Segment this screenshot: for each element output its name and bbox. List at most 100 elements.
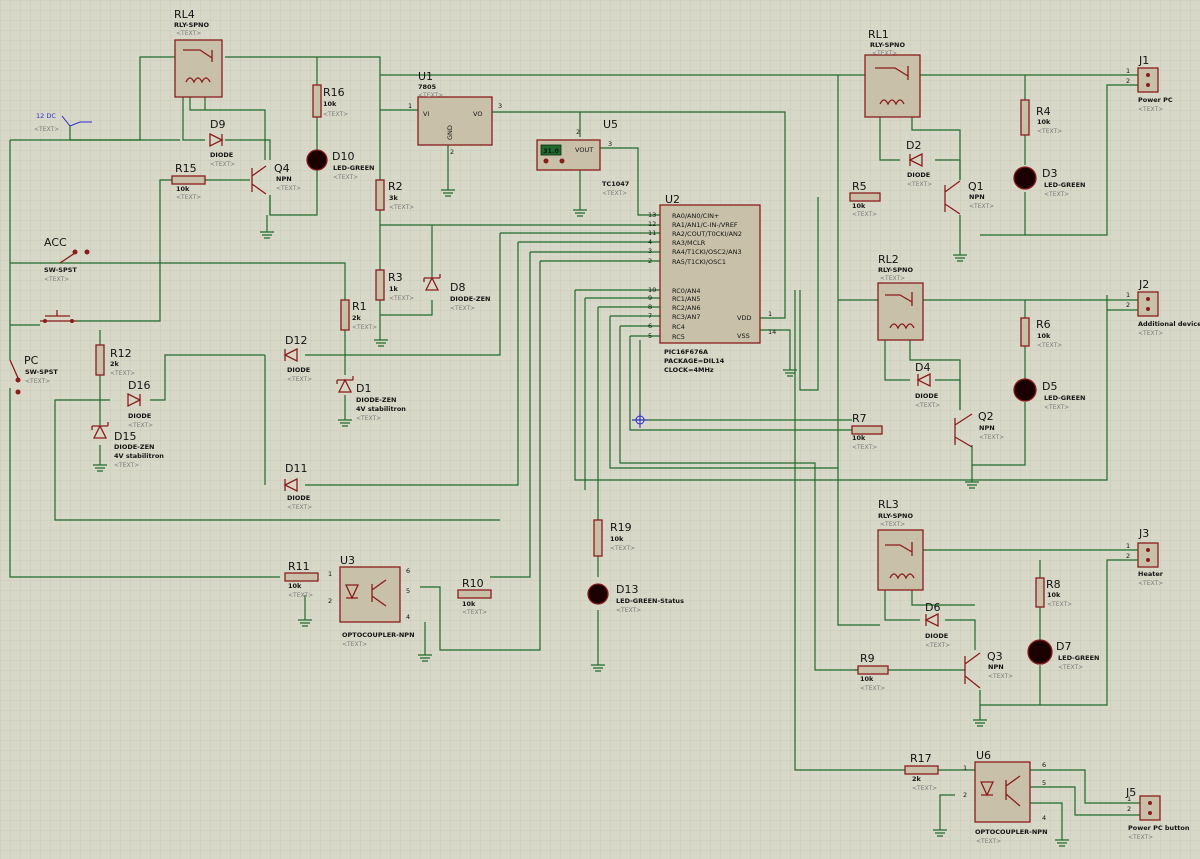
switch-acc[interactable]: ACC SW-SPST <TEXT> (44, 236, 90, 283)
svg-text:<TEXT>: <TEXT> (1037, 342, 1062, 349)
microcontroller-u2[interactable]: U2 RA0/AN0/CIN+13RA1/AN1/C-IN-/VREF12RA2… (648, 193, 776, 374)
probe-marker[interactable] (632, 412, 648, 428)
mcu-pin-label: RC2/AN6 (672, 304, 701, 312)
resistor-r9[interactable]: R9 10k <TEXT> (857, 652, 889, 692)
diode-d2[interactable]: D2 DIODE <TEXT> (906, 139, 932, 188)
zener-d15[interactable]: D15 DIODE-ZEN 4V stabilitron <TEXT> (91, 422, 164, 469)
svg-text:D12: D12 (285, 334, 307, 347)
mcu-pin-number: 5 (648, 332, 652, 340)
svg-text:1k: 1k (389, 285, 399, 293)
svg-text:Additional devices: Additional devices (1138, 320, 1200, 328)
relay-rl4[interactable]: RL4 RLY-SPNO <TEXT> (174, 8, 223, 98)
svg-text:R8: R8 (1046, 578, 1061, 591)
resistor-r17[interactable]: R17 2k <TEXT> (904, 752, 939, 792)
svg-text:D5: D5 (1042, 380, 1057, 393)
svg-text:Q3: Q3 (987, 650, 1003, 663)
svg-text:5: 5 (1042, 779, 1046, 787)
svg-text:<TEXT>: <TEXT> (1037, 128, 1062, 135)
svg-text:DIODE: DIODE (287, 494, 310, 502)
svg-text:RL1: RL1 (868, 28, 889, 41)
diode-d6[interactable]: D6 DIODE <TEXT> (924, 601, 950, 649)
led-d13[interactable]: D13 LED-GREEN-Status <TEXT> (587, 583, 684, 614)
resistor-r1[interactable]: R1 2k <TEXT> (340, 299, 377, 331)
mcu-pin-label: RC4 (672, 323, 685, 331)
svg-text:Q1: Q1 (968, 180, 984, 193)
diode-d4[interactable]: D4 DIODE <TEXT> (915, 361, 940, 409)
switch-pushbutton[interactable] (40, 310, 76, 323)
svg-text:<TEXT>: <TEXT> (323, 111, 348, 118)
svg-text:<TEXT>: <TEXT> (872, 50, 897, 57)
regulator-u1[interactable]: VI VO GND 1 2 3 U1 7805 <TEXT> (408, 70, 502, 156)
connector-j5[interactable]: 1 2 J5 Power PC button <TEXT> (1125, 786, 1190, 841)
svg-text:D16: D16 (128, 379, 150, 392)
led-d3[interactable]: D3 LED-GREEN <TEXT> (1013, 166, 1085, 198)
svg-text:2: 2 (1126, 552, 1130, 560)
resistor-r15[interactable]: R15 10k <TEXT> (171, 162, 206, 201)
temp-sensor-u5[interactable]: 31.0 VOUT 2 3 U5 TC1047 <TEXT> (536, 118, 629, 197)
zener-d1[interactable]: D1 DIODE-ZEN 4V stabilitron <TEXT> (336, 376, 406, 422)
relay-rl1[interactable]: RL1 RLY-SPNO <TEXT> (864, 28, 921, 118)
relay-rl3[interactable]: RL3 RLY-SPNO <TEXT> (877, 498, 924, 591)
optocoupler-u3[interactable]: 1 2 6 5 4 U3 OPTOCOUPLER-NPN <TEXT> (328, 554, 415, 648)
svg-text:4: 4 (406, 613, 410, 621)
diode-d9[interactable]: D9 DIODE <TEXT> (209, 118, 235, 168)
svg-text:D2: D2 (906, 139, 921, 152)
zener-d8[interactable]: D8 DIODE-ZEN <TEXT> (423, 274, 490, 312)
svg-text:PC: PC (24, 354, 39, 367)
mcu-pin-number: 4 (648, 238, 652, 246)
svg-text:D6: D6 (925, 601, 940, 614)
led-d7[interactable]: D7 LED-GREEN <TEXT> (1027, 639, 1099, 671)
svg-text:R10: R10 (462, 577, 484, 590)
resistor-r7[interactable]: R7 10k <TEXT> (851, 412, 883, 451)
transistor-q3[interactable]: Q3 NPN <TEXT> (964, 650, 1013, 689)
mcu-pin-number: 3 (648, 247, 652, 255)
svg-text:2: 2 (328, 597, 332, 605)
svg-text:U3: U3 (340, 554, 355, 567)
resistor-r16[interactable]: R16 10k <TEXT> (312, 84, 348, 118)
svg-text:R4: R4 (1036, 105, 1051, 118)
diode-d16[interactable]: D16 DIODE <TEXT> (127, 379, 153, 429)
mcu-pin-number: 7 (648, 312, 652, 320)
switch-pc[interactable]: PC SW-SPST <TEXT> (9, 354, 58, 395)
svg-text:R19: R19 (610, 521, 632, 534)
resistor-r19[interactable]: R19 10k <TEXT> (593, 519, 635, 557)
svg-text:DIODE-ZEN: DIODE-ZEN (356, 396, 396, 404)
resistor-r3[interactable]: R3 1k <TEXT> (375, 269, 414, 302)
svg-text:J2: J2 (1138, 278, 1149, 291)
svg-text:3: 3 (498, 102, 502, 110)
svg-text:Power PC button: Power PC button (1128, 824, 1190, 832)
svg-text:2: 2 (450, 148, 454, 156)
connector-j1[interactable]: 1 2 J1 Power PC <TEXT> (1120, 54, 1173, 113)
svg-text:10k: 10k (176, 185, 190, 193)
resistor-r6[interactable]: R6 10k <TEXT> (1020, 317, 1062, 349)
connector-j2[interactable]: 1 2 J2 Additional devices <TEXT> (1120, 278, 1200, 337)
resistor-r4[interactable]: R4 10k <TEXT> (1020, 99, 1062, 136)
transistor-q1[interactable]: Q1 NPN <TEXT> (944, 180, 994, 215)
transistor-q2[interactable]: Q2 NPN <TEXT> (954, 410, 1004, 448)
svg-text:2: 2 (576, 128, 580, 136)
resistor-r2[interactable]: R2 3k <TEXT> (375, 179, 414, 211)
svg-text:<TEXT>: <TEXT> (602, 190, 627, 197)
optocoupler-u6[interactable]: 1 2 6 5 4 U6 OPTOCOUPLER-NPN <TEXT> (963, 749, 1048, 845)
resistor-r10[interactable]: R10 10k <TEXT> (457, 577, 492, 616)
mcu-pin-number: 12 (648, 220, 656, 228)
diode-d12[interactable]: D12 DIODE <TEXT> (283, 334, 312, 383)
svg-text:<TEXT>: <TEXT> (356, 415, 381, 422)
resistor-r8[interactable]: R8 10k <TEXT> (1035, 577, 1072, 608)
transistor-q4[interactable]: Q4 NPN <TEXT> (251, 162, 301, 195)
led-d5[interactable]: D5 LED-GREEN <TEXT> (1013, 378, 1085, 411)
resistor-r12[interactable]: R12 2k <TEXT> (95, 344, 135, 377)
led-d10[interactable]: D10 LED-GREEN <TEXT> (306, 149, 374, 181)
diode-d11[interactable]: D11 DIODE <TEXT> (283, 462, 312, 511)
resistor-r11[interactable]: R11 10k <TEXT> (284, 560, 319, 599)
relay-rl2[interactable]: RL2 RLY-SPNO <TEXT> (877, 253, 924, 341)
power-terminal-12dc[interactable]: 12 DC <TEXT> (34, 112, 92, 140)
svg-text:<TEXT>: <TEXT> (880, 275, 905, 282)
svg-text:1: 1 (963, 764, 967, 772)
svg-text:4V stabilitron: 4V stabilitron (114, 452, 164, 460)
resistor-r5[interactable]: R5 10k <TEXT> (849, 180, 881, 218)
svg-text:<TEXT>: <TEXT> (976, 838, 1001, 845)
svg-text:2: 2 (1127, 805, 1131, 813)
svg-text:RLY-SPNO: RLY-SPNO (174, 21, 209, 29)
connector-j3[interactable]: 1 2 J3 Heater <TEXT> (1120, 527, 1164, 587)
